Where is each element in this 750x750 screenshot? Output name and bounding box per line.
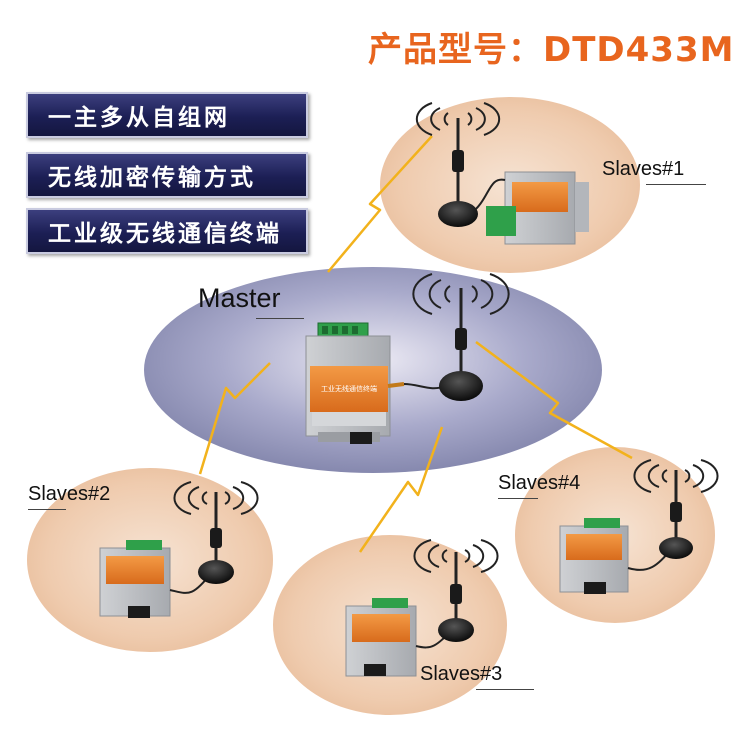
slave2-device	[99, 540, 213, 618]
slave2-label-underline	[28, 509, 66, 510]
slave2-antenna-icon	[173, 481, 259, 584]
slave1-label: Slaves#1	[602, 158, 685, 180]
slave3-antenna-icon	[413, 539, 499, 642]
slave4-label-underline	[498, 498, 538, 499]
slave1-antenna-icon	[415, 102, 501, 227]
product-model-title: 产品型号：DTD433M	[368, 30, 735, 70]
link-master-slave2	[198, 362, 271, 475]
slave2-label: Slaves#2	[28, 483, 111, 505]
master-device	[305, 322, 447, 444]
wireless-links	[198, 135, 633, 553]
slave4-antenna-icon	[633, 459, 719, 559]
slave4-device	[559, 518, 673, 594]
link-master-slave3	[358, 426, 444, 553]
master-device-label: 工业无线通信终端	[321, 384, 377, 393]
slave4-label: Slaves#4	[498, 472, 581, 494]
master-antenna-icon	[412, 273, 510, 401]
feature-badge-2: 无线加密传输方式	[26, 152, 308, 198]
slave1-label-underline	[646, 184, 706, 185]
slave3-label: Slaves#3	[420, 663, 503, 685]
feature-badge-1: 一主多从自组网	[26, 92, 308, 138]
master-label: Master	[198, 283, 281, 313]
feature-badge-3: 工业级无线通信终端	[26, 208, 308, 254]
slave3-label-underline	[476, 689, 534, 690]
master-label-underline	[256, 318, 304, 319]
slave3-device	[345, 598, 453, 677]
link-master-slave4	[475, 340, 633, 460]
slave1-device	[469, 171, 589, 245]
link-master-slave1	[327, 135, 433, 273]
